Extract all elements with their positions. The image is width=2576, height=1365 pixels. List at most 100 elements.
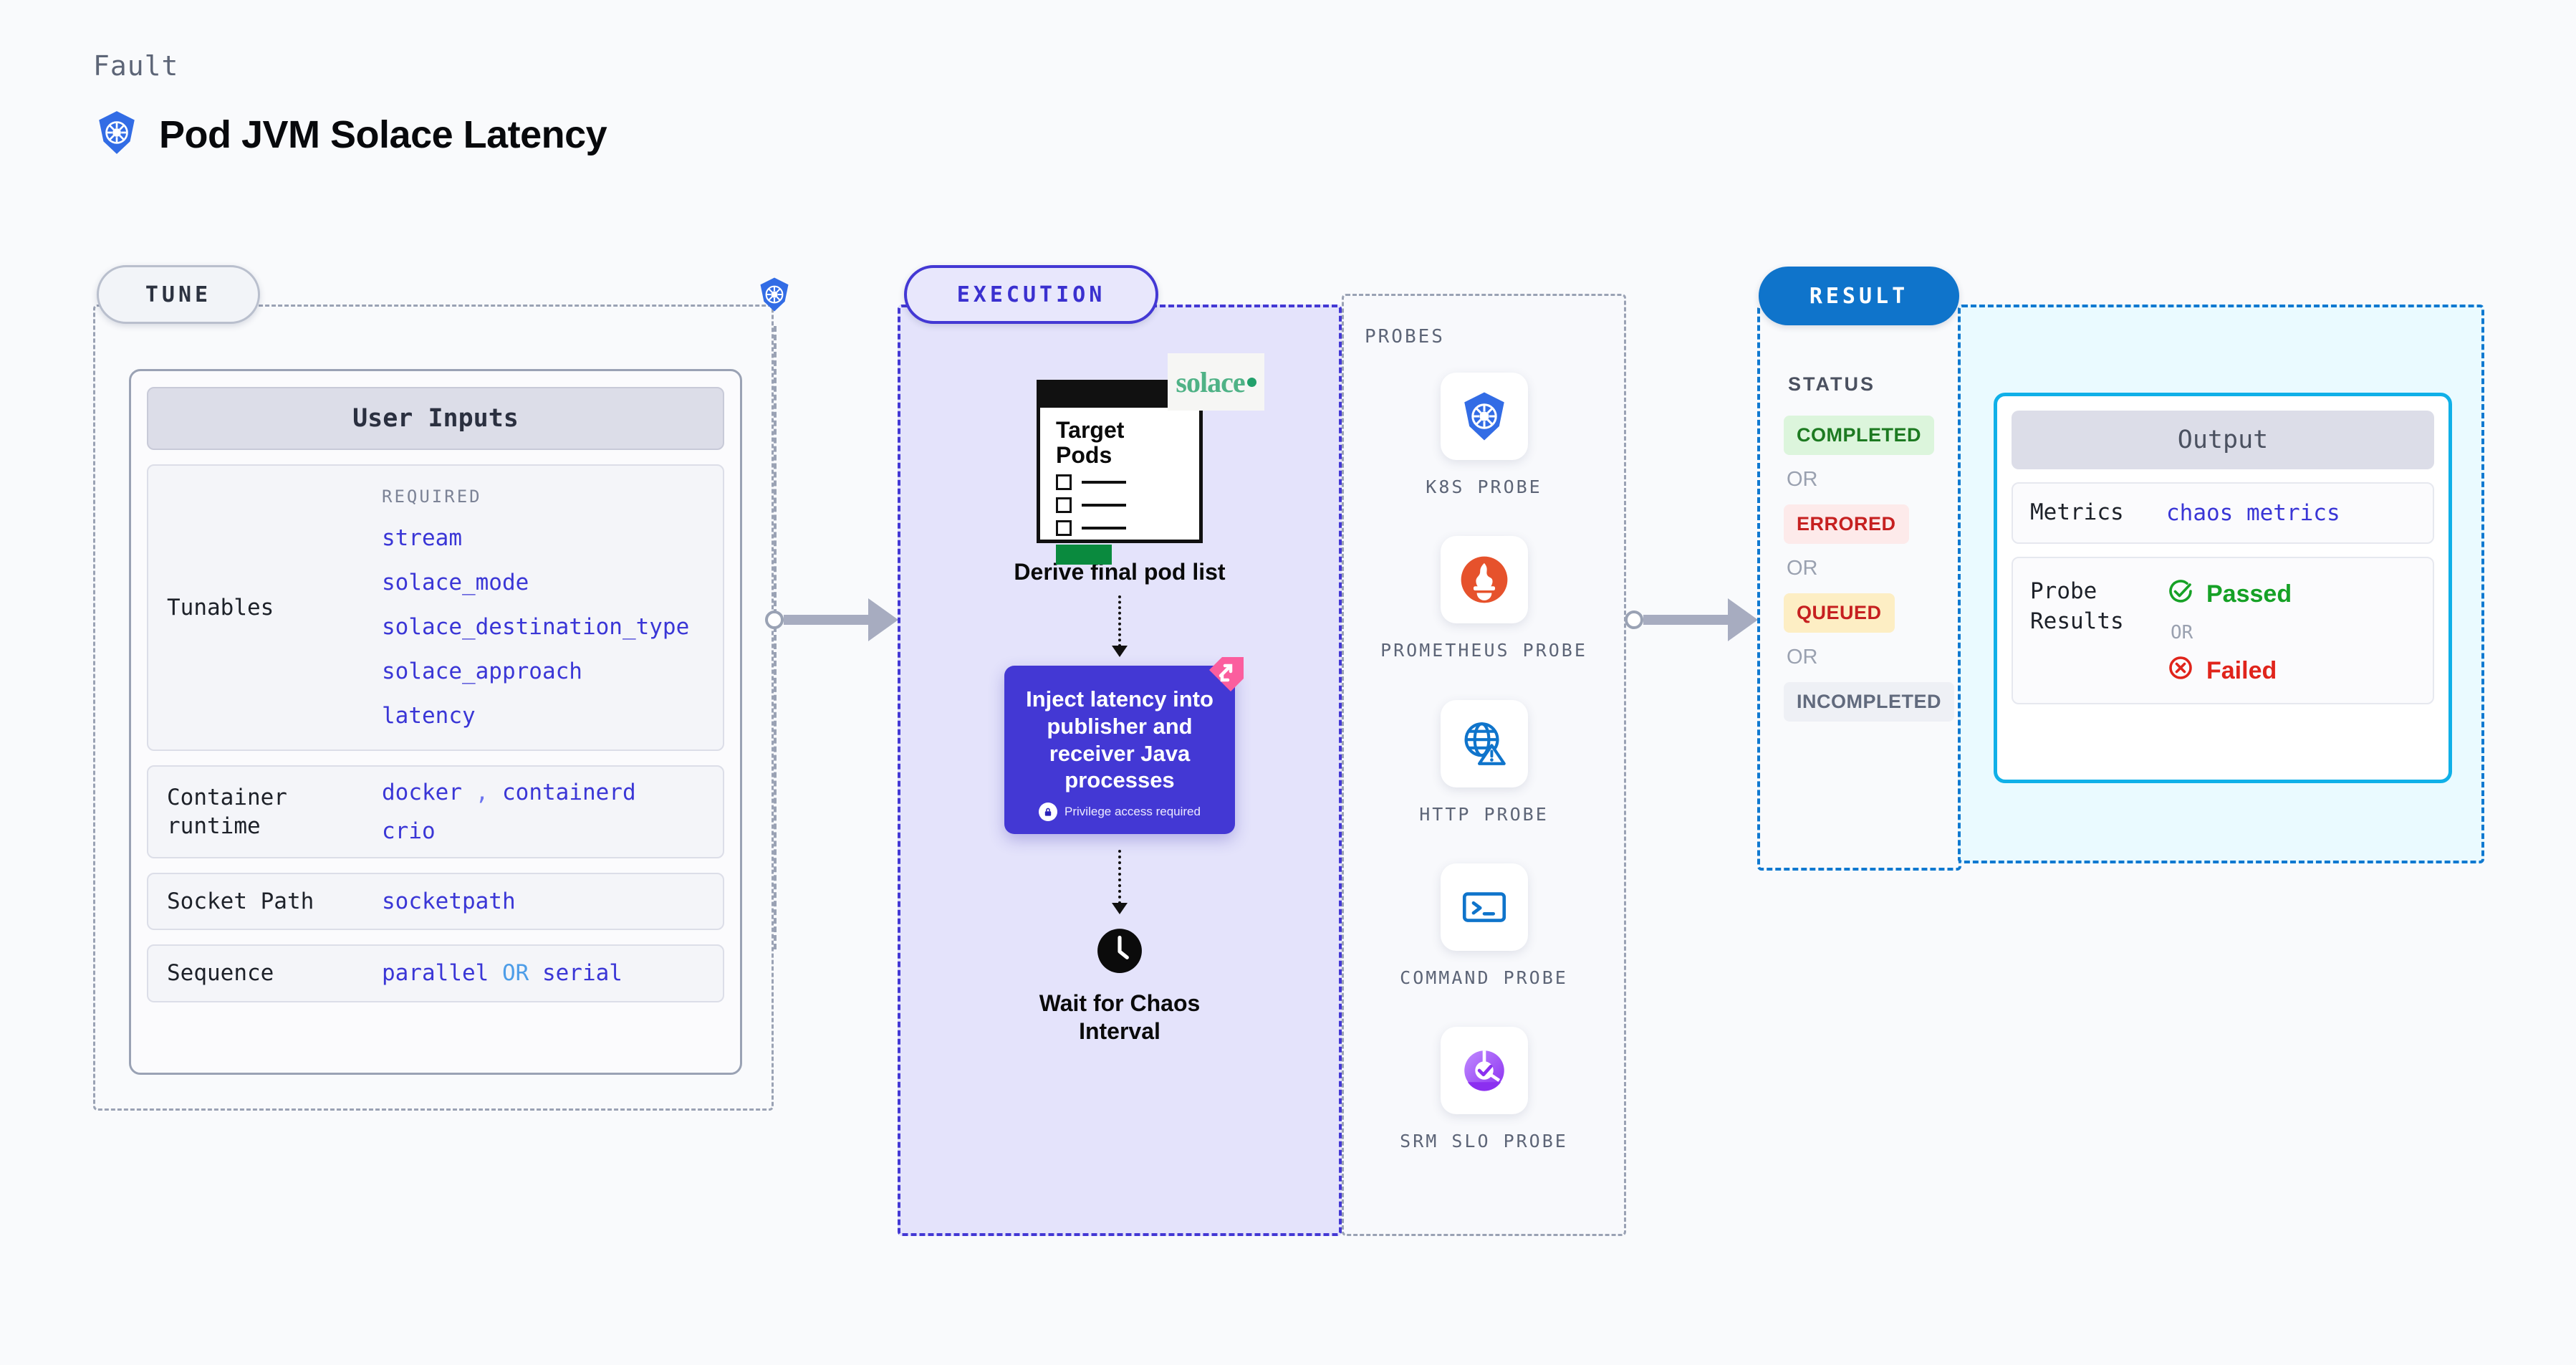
execution-flow: Target Pods solace Derive final pod list… bbox=[898, 337, 1342, 1045]
probe-command[interactable]: COMMAND PROBE bbox=[1363, 863, 1606, 991]
probe-result-passed: Passed bbox=[2166, 577, 2292, 612]
probe-label: SRM SLO PROBE bbox=[1400, 1131, 1568, 1151]
sequence-values: parallel OR serial bbox=[382, 960, 623, 986]
runtime-separator: , bbox=[475, 780, 489, 805]
status-badge-completed: COMPLETED bbox=[1784, 416, 1935, 455]
socket-path-value: socketpath bbox=[382, 889, 516, 915]
progress-bar bbox=[1056, 545, 1112, 565]
container-runtime-row: Container runtime docker , containerd cr… bbox=[147, 765, 724, 858]
inject-latency-card: Inject latency into publisher and receiv… bbox=[1004, 657, 1244, 835]
kubernetes-icon bbox=[93, 109, 140, 160]
tunables-label: Tunables bbox=[167, 594, 274, 621]
passed-label: Passed bbox=[2206, 580, 2292, 608]
page-title: Pod JVM Solace Latency bbox=[159, 112, 607, 156]
privilege-note-text: Privilege access required bbox=[1064, 805, 1201, 819]
probe-label: K8S PROBE bbox=[1426, 476, 1542, 497]
connector-arrowhead bbox=[868, 598, 898, 641]
metrics-row: Metrics chaos metrics bbox=[2012, 482, 2434, 544]
socket-path-label: Socket Path bbox=[167, 889, 314, 914]
user-inputs-card: User Inputs Tunables REQUIRED stream sol… bbox=[129, 369, 742, 1075]
runtime-containerd: containerd bbox=[502, 780, 636, 805]
status-badge-errored: ERRORED bbox=[1784, 504, 1909, 544]
status-or-3: OR bbox=[1787, 646, 1818, 669]
probe-results-values: Passed OR Failed bbox=[2166, 577, 2292, 689]
inject-latency-text: Inject latency into publisher and receiv… bbox=[1026, 686, 1213, 793]
probe-prometheus[interactable]: PROMETHEUS PROBE bbox=[1363, 536, 1606, 664]
x-circle-icon bbox=[2166, 653, 2195, 689]
kubernetes-badge-icon bbox=[756, 276, 793, 317]
flow-arrow-line bbox=[1118, 595, 1121, 647]
pod-list-item bbox=[1056, 497, 1199, 514]
probe-k8s[interactable]: K8S PROBE bbox=[1363, 373, 1606, 500]
probe-label: HTTP PROBE bbox=[1419, 803, 1549, 825]
slo-donut-check-icon bbox=[1440, 1027, 1528, 1114]
runtime-crio: crio bbox=[382, 818, 436, 844]
status-label: STATUS bbox=[1788, 373, 1875, 395]
failed-label: Failed bbox=[2206, 656, 2277, 684]
user-inputs-title: User Inputs bbox=[147, 387, 724, 450]
socket-path-row: Socket Path socketpath bbox=[147, 873, 724, 931]
probe-result-failed: Failed bbox=[2166, 653, 2292, 689]
output-title: Output bbox=[2012, 411, 2434, 469]
sequence-label: Sequence bbox=[167, 960, 274, 987]
connector-start-dot bbox=[765, 610, 784, 629]
page-header: Fault Pod JVM Solace Latency bbox=[93, 50, 607, 160]
kubernetes-icon bbox=[1440, 373, 1528, 460]
tune-hang-line bbox=[774, 326, 777, 949]
pod-list-item bbox=[1056, 520, 1199, 537]
check-circle-icon bbox=[2166, 577, 2195, 612]
title-row: Pod JVM Solace Latency bbox=[93, 109, 607, 160]
probe-http[interactable]: HTTP PROBE bbox=[1363, 699, 1606, 828]
fault-kicker: Fault bbox=[93, 50, 179, 82]
status-or-1: OR bbox=[1787, 468, 1818, 491]
wait-chaos-step: Wait for Chaos Interval bbox=[1039, 927, 1201, 1045]
flow-arrow-line-2 bbox=[1118, 850, 1121, 905]
tunable-solace-approach: solace_approach bbox=[382, 658, 582, 684]
status-or-2: OR bbox=[1787, 557, 1818, 580]
execution-pill: EXECUTION bbox=[904, 265, 1158, 324]
tunables-row: Tunables REQUIRED stream solace_mode sol… bbox=[147, 464, 724, 751]
tunable-solace-mode: solace_mode bbox=[382, 570, 529, 595]
target-pods-line2: Pods bbox=[1056, 441, 1112, 468]
container-runtime-label: Container runtime bbox=[167, 784, 287, 839]
wait-chaos-label: Wait for Chaos Interval bbox=[1039, 990, 1201, 1045]
result-pill: RESULT bbox=[1759, 267, 1959, 325]
connector-execution-to-result bbox=[1625, 598, 1777, 641]
flow-arrowhead bbox=[1112, 646, 1128, 657]
required-label: REQUIRED bbox=[382, 487, 482, 507]
probe-label: PROMETHEUS PROBE bbox=[1380, 640, 1587, 661]
pod-list-item bbox=[1056, 474, 1199, 491]
connector-line bbox=[784, 615, 868, 625]
lock-icon bbox=[1039, 803, 1058, 822]
derive-pod-list-caption: Derive final pod list bbox=[1014, 559, 1226, 585]
connector-start-dot bbox=[1625, 610, 1643, 629]
probes-label: PROBES bbox=[1365, 326, 1445, 348]
probe-results-or: OR bbox=[2171, 621, 2193, 643]
target-pods-title: Target Pods bbox=[1056, 418, 1199, 467]
connector-arrowhead bbox=[1728, 598, 1758, 641]
wait-label-line1: Wait for Chaos bbox=[1039, 990, 1201, 1017]
checkbox-icon bbox=[1056, 497, 1072, 514]
checkbox-icon bbox=[1056, 520, 1072, 537]
clock-icon bbox=[1096, 927, 1143, 978]
tunables-values: REQUIRED stream solace_mode solace_desti… bbox=[382, 487, 689, 729]
privilege-note: Privilege access required bbox=[1020, 803, 1219, 822]
status-badge-queued: QUEUED bbox=[1784, 593, 1895, 633]
sequence-parallel: parallel bbox=[382, 960, 489, 987]
result-section bbox=[1757, 305, 1961, 871]
metrics-value: chaos metrics bbox=[2166, 499, 2340, 526]
flow-arrowhead-2 bbox=[1112, 903, 1128, 915]
chaos-ribbon-icon bbox=[1209, 657, 1244, 691]
connector-line bbox=[1643, 615, 1728, 625]
probe-label: COMMAND PROBE bbox=[1400, 967, 1568, 988]
tunable-latency: latency bbox=[382, 703, 476, 729]
sequence-separator: OR bbox=[501, 960, 529, 987]
connector-tune-to-execution bbox=[765, 598, 917, 641]
probe-srm-slo[interactable]: SRM SLO PROBE bbox=[1363, 1027, 1606, 1154]
probes-list: K8S PROBE PROMETHEUS PROBE bbox=[1342, 373, 1626, 1154]
tunable-stream: stream bbox=[382, 525, 462, 551]
tune-pill: TUNE bbox=[97, 265, 260, 324]
